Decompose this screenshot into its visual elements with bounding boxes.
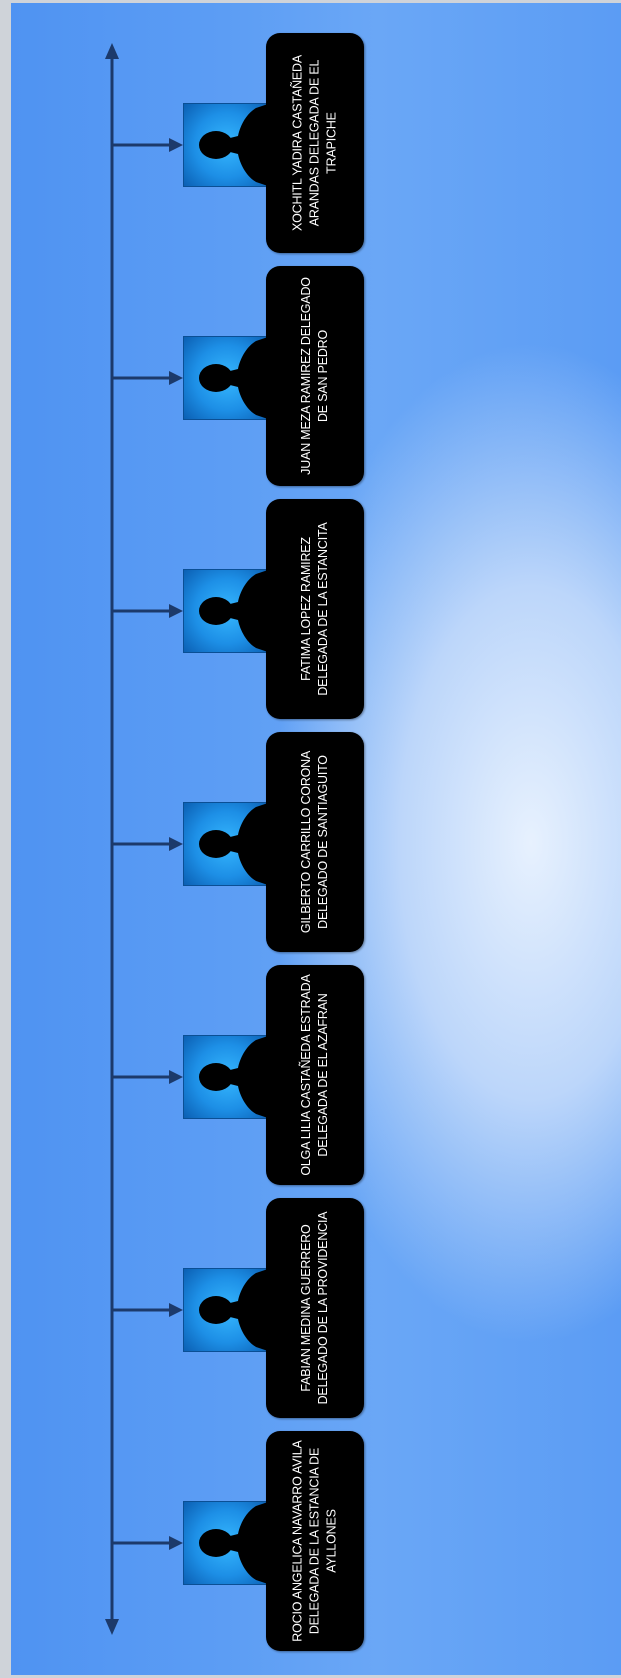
person-label: XOCHITL YADIRA CASTAÑEDA ARANDAS DELEGAD… [290,54,339,232]
person-label: FABIAN MEDINA GUERRERO DELEGADO DE LA PR… [299,1211,330,1405]
person-card: GILBERTO CARRILLO CORONA DELEGADO DE SAN… [266,732,364,952]
timeline-arrow-bottom [105,1619,119,1635]
person-card: JUAN MEZA RAMIREZ DELEGADO DE SAN PEDRO [266,266,364,486]
person-card: XOCHITL YADIRA CASTAÑEDA ARANDAS DELEGAD… [266,33,364,253]
branch-arrowhead [169,837,183,851]
timeline-axis [105,43,183,1635]
branch-arrowhead [169,1536,183,1550]
person-card: ROCIO ANGELICA NAVARRO AVILA DELEGADA DE… [266,1431,364,1651]
person-silhouette-icon [183,1035,271,1119]
person-silhouette-icon [183,103,271,187]
person-label: FATIMA LOPEZ RAMIREZ DELEGADA DE LA ESTA… [299,522,330,696]
person-card: FABIAN MEDINA GUERRERO DELEGADO DE LA PR… [266,1198,364,1418]
person-silhouette-icon [183,802,271,886]
person-label: OLGA LILIA CASTAÑEDA ESTRADA DELEGADA DE… [299,974,330,1176]
person-silhouette-icon [183,1501,271,1585]
person-label: JUAN MEZA RAMIREZ DELEGADO DE SAN PEDRO [299,277,330,475]
person-label: GILBERTO CARRILLO CORONA DELEGADO DE SAN… [299,750,330,934]
person-silhouette-icon [183,1268,271,1352]
branch-arrowhead [169,1070,183,1084]
person-card: FATIMA LOPEZ RAMIREZ DELEGADA DE LA ESTA… [266,499,364,719]
person-label: ROCIO ANGELICA NAVARRO AVILA DELEGADA DE… [290,1440,339,1642]
person-silhouette-icon [183,336,271,420]
branch-arrowhead [169,371,183,385]
branch-arrowhead [169,138,183,152]
person-silhouette-icon [183,569,271,653]
person-card: OLGA LILIA CASTAÑEDA ESTRADA DELEGADA DE… [266,965,364,1185]
timeline-arrow-top [105,43,119,59]
branch-arrowhead [169,1303,183,1317]
diagram-canvas: XOCHITL YADIRA CASTAÑEDA ARANDAS DELEGAD… [11,3,621,1675]
branch-arrowhead [169,604,183,618]
